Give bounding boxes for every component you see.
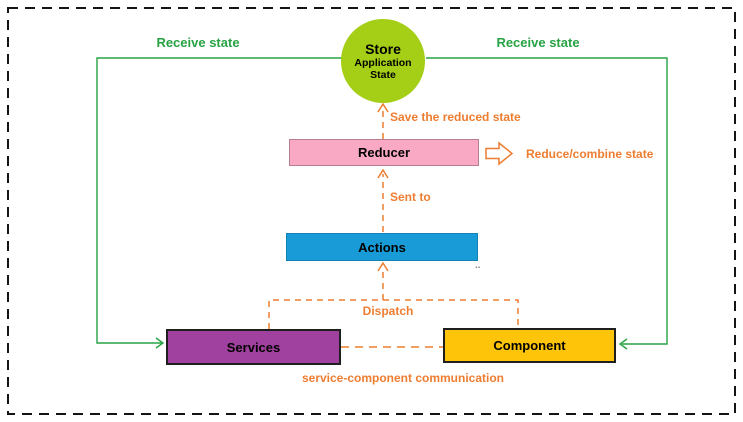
services-label: Services (226, 339, 281, 355)
arrowhead-into-component (618, 338, 628, 350)
block-arrow-icon (485, 141, 514, 166)
reducer-node: Reducer (289, 139, 479, 166)
save-reduced-state-label: Save the reduced state (390, 110, 521, 124)
service-component-communication-label: service-component communication (301, 371, 505, 385)
sent-to-connector (377, 168, 389, 232)
receive-state-connector-right (426, 57, 668, 350)
arrowhead-into-reducer (377, 168, 389, 179)
dispatch-rail-connector (268, 299, 519, 329)
receive-state-label-left: Receive state (156, 35, 240, 50)
store-label: Store (365, 40, 401, 57)
store-node: Store Application State (341, 19, 425, 103)
arrowhead-into-actions (377, 261, 389, 272)
component-node: Component (443, 328, 616, 363)
outer-dashed-border (7, 7, 736, 415)
sent-to-label: Sent to (390, 190, 431, 204)
receive-state-label-right: Receive state (496, 35, 580, 50)
reducer-label: Reducer (357, 145, 411, 160)
dispatch-arrow-connector (377, 261, 389, 300)
component-label: Component (493, 338, 566, 353)
services-node: Services (166, 329, 341, 365)
arrowhead-into-services (155, 337, 165, 349)
reduce-combine-state-label: Reduce/combine state (526, 147, 654, 161)
actions-label: Actions (358, 239, 406, 255)
actions-node: Actions (286, 233, 478, 261)
ellipsis-text: .. (475, 260, 481, 271)
arrowhead-into-store (377, 102, 389, 113)
store-sublabel: Application State (354, 56, 412, 82)
save-state-connector (377, 102, 389, 139)
dispatch-label: Dispatch (362, 304, 414, 318)
receive-state-connector-left (96, 57, 383, 349)
